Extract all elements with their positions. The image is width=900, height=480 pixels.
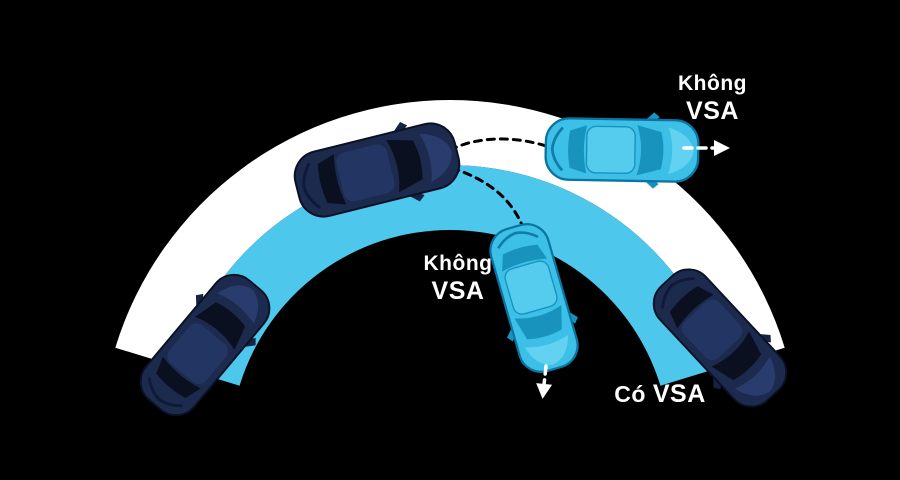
trajectory-spin-dashes	[450, 166, 526, 232]
arrow-spinout-icon	[536, 364, 553, 399]
label-khong-vsa-center: Không VSA	[398, 252, 518, 306]
label-khong-vsa-top-line2: VSA	[686, 96, 739, 125]
label-khong-vsa-top: Không VSA	[650, 72, 775, 126]
label-khong-vsa-top-line1: Không	[678, 72, 747, 95]
label-co-vsa-regular: Có	[614, 381, 646, 407]
label-khong-vsa-center-line1: Không	[423, 252, 493, 275]
label-khong-vsa-center-line2: VSA	[431, 276, 485, 305]
arrow-understeer-icon	[682, 140, 730, 156]
label-co-vsa-bold: VSA	[652, 380, 706, 408]
road-inner-band	[177, 165, 723, 386]
